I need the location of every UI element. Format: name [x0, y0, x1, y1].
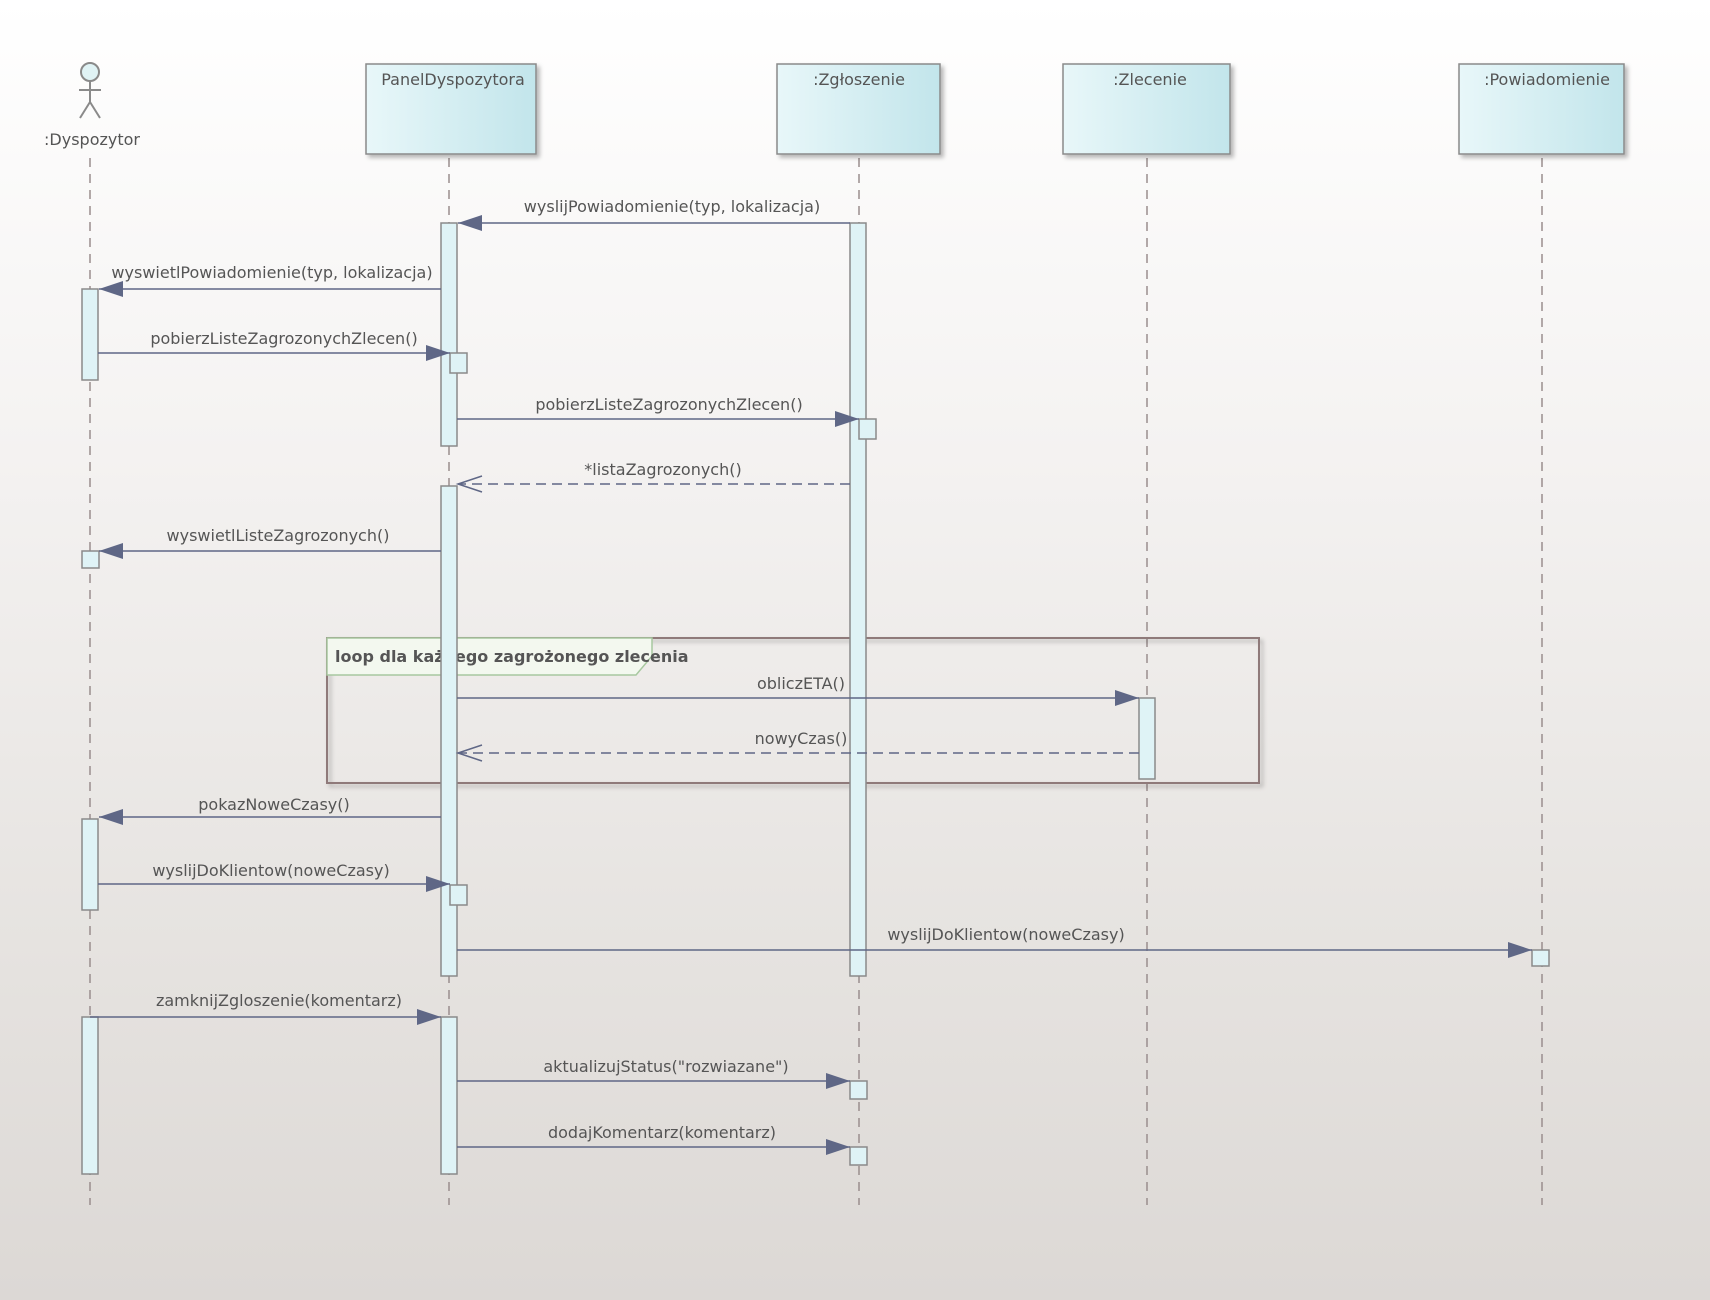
message-label: pobierzListeZagrozonychZlecen() [150, 329, 417, 348]
loop-title: loop dla każdego zagrożonego zlecenia [335, 647, 689, 666]
activation-bar [81, 550, 100, 569]
message-labels: wyslijPowiadomienie(typ, lokalizacja) wy… [111, 197, 1124, 1142]
message-label: pokazNoweCzasy() [198, 795, 349, 814]
messages [90, 215, 1532, 1155]
participant-powiadomienie[interactable]: :Powiadomienie [1458, 63, 1625, 155]
message-label: wyswietlListeZagrozonych() [167, 526, 390, 545]
participant-box [365, 63, 537, 155]
participant-zlecenie[interactable]: :Zlecenie [1062, 63, 1231, 155]
participant-label: :Dyspozytor [44, 130, 140, 149]
activation-bar [81, 1016, 99, 1175]
arrowhead-sync [426, 876, 450, 892]
participant-label: :Powiadomienie [1484, 70, 1610, 89]
message-label: zamknijZgloszenie(komentarz) [156, 991, 402, 1010]
arrowhead-sync [826, 1139, 850, 1155]
arrowhead-sync [99, 543, 123, 559]
activation-bar [849, 1080, 868, 1100]
participant-label: PanelDyspozytora [381, 70, 525, 89]
activation-bar [1531, 949, 1550, 967]
participant-label: :Zgłoszenie [813, 70, 905, 89]
participant-zgloszenie[interactable]: :Zgłoszenie [776, 63, 941, 155]
activation-bar [449, 884, 468, 906]
participant-dyspozytor[interactable]: :Dyspozytor [44, 62, 140, 149]
message-label: nowyCzas() [755, 729, 848, 748]
arrowhead-sync [417, 1009, 441, 1025]
arrowhead-open [455, 744, 483, 762]
participant-box [1458, 63, 1625, 155]
message-label: aktualizujStatus("rozwiazane") [543, 1057, 788, 1076]
arrowhead-sync [826, 1073, 850, 1089]
arrowhead-sync [1508, 942, 1532, 958]
activation-bar [81, 818, 99, 911]
message-label: dodajKomentarz(komentarz) [548, 1123, 776, 1142]
loop-frame [326, 637, 1260, 784]
activation-bar [440, 485, 458, 977]
arrowhead-sync [1115, 690, 1139, 706]
message-label: obliczETA() [757, 674, 845, 693]
arrowhead-sync [426, 345, 450, 361]
loop-tab [326, 637, 653, 676]
activation-bar [440, 1016, 458, 1175]
activation-bar [81, 288, 99, 381]
activation-bar [1138, 697, 1156, 780]
actor-icon [79, 62, 101, 119]
participant-box [776, 63, 941, 155]
arrowhead-sync [458, 215, 482, 231]
participant-label: :Zlecenie [1113, 70, 1187, 89]
activations [81, 222, 1550, 1175]
message-label: wyswietlPowiadomienie(typ, lokalizacja) [111, 263, 432, 282]
participant-panel[interactable]: PanelDyspozytora [365, 63, 537, 155]
message-label: wyslijDoKlientow(noweCzasy) [152, 861, 389, 880]
arrowhead-sync [835, 411, 859, 427]
activation-bar [858, 418, 877, 440]
activation-bar [849, 1146, 868, 1166]
arrowhead-sync [99, 809, 123, 825]
arrowhead-open [455, 475, 483, 493]
participant-box [1062, 63, 1231, 155]
message-label: *listaZagrozonych() [584, 460, 741, 479]
message-label: pobierzListeZagrozonychZlecen() [535, 395, 802, 414]
activation-bar [449, 352, 468, 374]
activation-bar [440, 222, 458, 447]
message-label: wyslijPowiadomienie(typ, lokalizacja) [524, 197, 820, 216]
message-label: wyslijDoKlientow(noweCzasy) [887, 925, 1124, 944]
loop-fragment[interactable]: loop dla każdego zagrożonego zlecenia [326, 637, 1260, 784]
arrowhead-sync [99, 281, 123, 297]
activation-bar [849, 222, 867, 977]
